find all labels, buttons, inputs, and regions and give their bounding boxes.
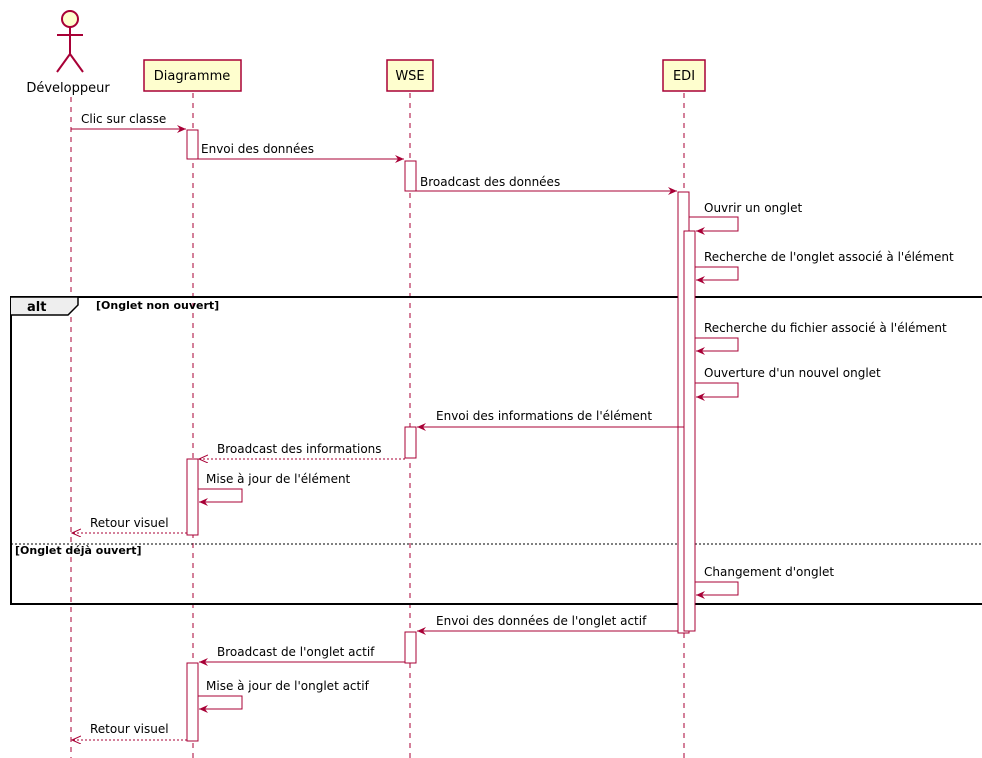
message-label: Ouvrir un onglet <box>704 201 802 215</box>
message-label: Recherche de l'onglet associé à l'élémen… <box>704 250 954 264</box>
message-recherche-onglet: Recherche de l'onglet associé à l'élémen… <box>695 250 954 284</box>
message-envoi-des-donnees: Envoi des données <box>198 142 404 163</box>
message-ouvrir-un-onglet: Ouvrir un onglet <box>689 201 802 235</box>
alt-guard-non-ouvert: [Onglet non ouvert] <box>96 299 219 312</box>
message-label: Retour visuel <box>90 722 169 736</box>
message-broadcast-des-donnees: Broadcast des données <box>416 175 677 195</box>
message-label: Broadcast des données <box>420 175 560 189</box>
participant-edi: EDI <box>662 59 706 92</box>
message-broadcast-onglet-actif: Broadcast de l'onglet actif <box>199 645 405 666</box>
message-label: Broadcast des informations <box>217 442 382 456</box>
activation-edi-inner <box>683 230 696 632</box>
message-envoi-informations-element: Envoi des informations de l'élément <box>417 409 684 431</box>
message-changement-onglet: Changement d'onglet <box>695 565 834 599</box>
message-label: Clic sur classe <box>81 112 166 126</box>
participant-diagramme: Diagramme <box>143 59 242 92</box>
message-label: Retour visuel <box>90 516 169 530</box>
activation-wse-2 <box>404 426 417 459</box>
message-clic-sur-classe: Clic sur classe <box>71 112 186 133</box>
message-broadcast-des-informations: Broadcast des informations <box>199 442 405 459</box>
actor-head-icon <box>61 10 79 28</box>
message-retour-visuel-1: Retour visuel <box>72 516 187 533</box>
participant-wse: WSE <box>386 59 434 92</box>
activation-wse-1 <box>404 160 417 192</box>
participant-label-edi: EDI <box>673 69 695 84</box>
message-label: Envoi des données <box>201 142 314 156</box>
activation-diagramme-2 <box>186 458 199 536</box>
message-mise-a-jour-element: Mise à jour de l'élément <box>198 472 351 506</box>
participant-label-developpeur: Développeur <box>26 81 110 96</box>
alt-keyword: alt <box>27 300 46 315</box>
message-label: Recherche du fichier associé à l'élément <box>704 321 947 335</box>
actor-developpeur: Développeur <box>26 10 110 96</box>
message-mise-a-jour-onglet-actif: Mise à jour de l'onglet actif <box>198 679 370 713</box>
participant-label-wse: WSE <box>395 69 424 84</box>
message-retour-visuel-2: Retour visuel <box>72 722 187 740</box>
message-label: Ouverture d'un nouvel onglet <box>704 366 881 380</box>
message-label: Envoi des données de l'onglet actif <box>436 614 647 628</box>
message-ouverture-nouvel-onglet: Ouverture d'un nouvel onglet <box>695 366 881 401</box>
alt-guard-deja-ouvert: [Onglet déjà ouvert] <box>15 544 142 557</box>
message-label: Mise à jour de l'onglet actif <box>206 679 370 693</box>
message-label: Changement d'onglet <box>704 565 834 579</box>
participant-label-diagramme: Diagramme <box>154 69 230 84</box>
message-recherche-fichier: Recherche du fichier associé à l'élément <box>695 321 947 355</box>
activation-diagramme-3 <box>186 662 199 742</box>
alt-fragment: alt [Onglet non ouvert] [Onglet déjà ouv… <box>10 296 982 605</box>
message-label: Broadcast de l'onglet actif <box>217 645 375 659</box>
message-envoi-donnees-onglet-actif: Envoi des données de l'onglet actif <box>417 614 678 635</box>
message-label: Envoi des informations de l'élément <box>436 409 652 423</box>
activation-wse-3 <box>404 631 417 664</box>
activation-diagramme-1 <box>186 129 199 160</box>
message-label: Mise à jour de l'élément <box>206 472 351 486</box>
